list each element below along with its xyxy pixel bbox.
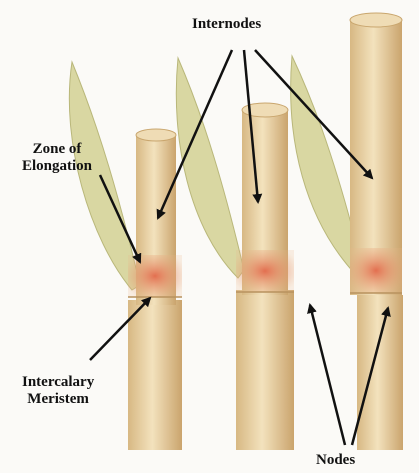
leaf-2 [176, 58, 244, 278]
label-nodes: Nodes [316, 452, 355, 469]
stem-3 [350, 13, 403, 450]
label-internodes: Internodes [192, 16, 261, 33]
label-meristem-line2: Meristem [22, 391, 94, 408]
label-zone-line1: Zone of [22, 141, 92, 158]
label-intercalary-meristem: Intercalary Meristem [22, 374, 94, 408]
stem-1 [128, 129, 182, 450]
arrow-node-1 [310, 305, 345, 445]
label-meristem-line1: Intercalary [22, 374, 94, 391]
label-zone-of-elongation: Zone of Elongation [22, 141, 92, 175]
stem-2 [236, 103, 294, 450]
label-zone-line2: Elongation [22, 158, 92, 175]
